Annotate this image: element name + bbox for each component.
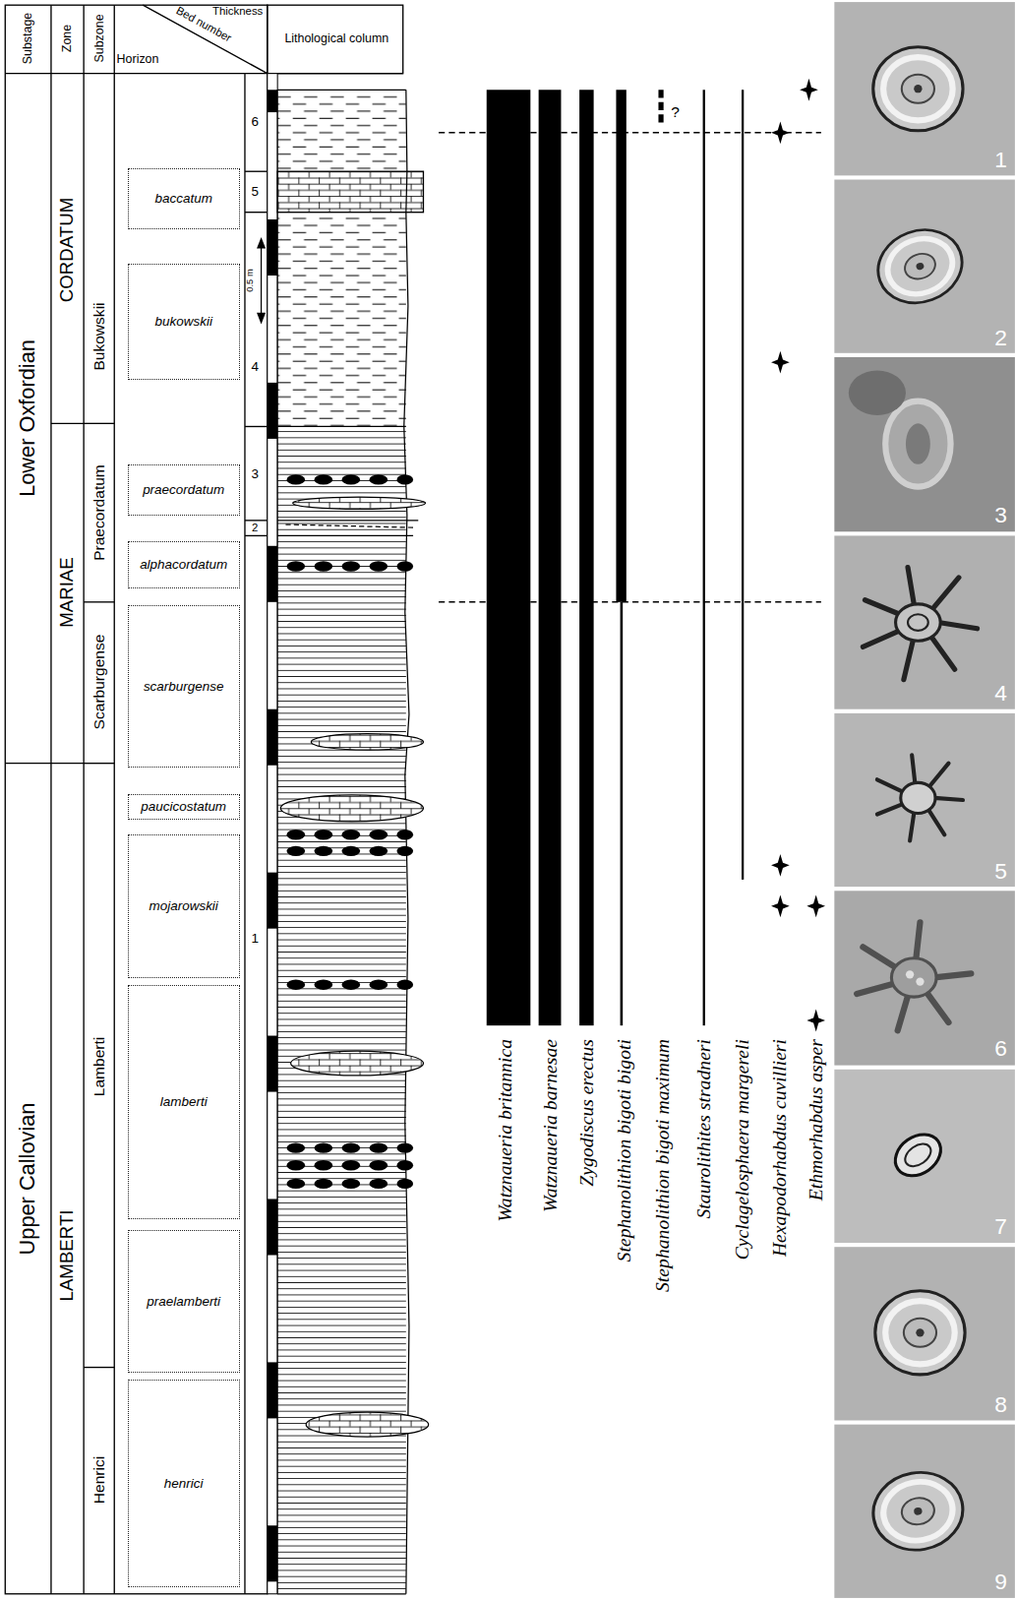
horizon-box: baccatum — [127, 168, 240, 230]
photo-number: 6 — [994, 1036, 1008, 1060]
horizon-box: lamberti — [127, 984, 240, 1220]
species-name: Cyclagelosphaera margereli — [732, 1038, 753, 1259]
substage-name: Lower Oxfordian — [16, 339, 39, 497]
species-name: Stephanolithion bigoti maximum — [653, 1038, 673, 1292]
subzone-name: Lamberti — [91, 1036, 108, 1097]
bed-number: 1 — [251, 931, 260, 945]
column-header: Lithological column — [284, 32, 389, 45]
zone-name: LAMBERTI — [58, 1208, 77, 1301]
bed-number: 2 — [251, 522, 258, 534]
substage-name: Upper Callovian — [16, 1102, 39, 1255]
bed-number: 3 — [251, 468, 260, 481]
species-name: Ethmorhabdus asper — [806, 1038, 827, 1200]
horizon-name: baccatum — [154, 191, 212, 205]
bed-number: 5 — [251, 184, 260, 198]
species-name: Hexapodorhabdus cuvillieri — [771, 1038, 791, 1256]
zone-name: CORDATUM — [58, 197, 77, 302]
horizon-box: henrici — [127, 1378, 240, 1587]
photo-number: 4 — [994, 681, 1008, 705]
horizon-box: bukowskii — [127, 263, 240, 380]
horizon-name: praecordatum — [142, 482, 225, 496]
column-header: Subzone — [92, 14, 105, 63]
horizon-box: praelamberti — [127, 1229, 240, 1373]
horizon-name: alphacordatum — [139, 557, 228, 571]
subzone-name: Praecordatum — [91, 464, 108, 561]
horizon-box: praecordatum — [127, 464, 240, 516]
photo-number: 2 — [994, 325, 1008, 349]
horizon-name: lamberti — [160, 1094, 208, 1108]
horizon-name: paucicostatum — [140, 799, 227, 813]
horizon-name: henrici — [164, 1476, 204, 1490]
bed-number: 4 — [251, 360, 260, 374]
column-header: Zone — [60, 24, 73, 53]
photo-number: 1 — [994, 148, 1008, 172]
photo-number: 3 — [994, 503, 1008, 527]
horizon-box: alphacordatum — [127, 540, 240, 590]
photo-number: 7 — [994, 1214, 1008, 1238]
photo-number: 9 — [994, 1569, 1008, 1593]
species-name: Watznaueria britannica — [496, 1038, 517, 1222]
photo-number: 8 — [994, 1391, 1008, 1415]
horizon-name: praelamberti — [146, 1294, 221, 1308]
query-mark: ? — [670, 104, 680, 120]
horizon-box: scarburgense — [127, 604, 240, 768]
column-header: Substage — [21, 12, 34, 65]
subzone-name: Scarburgense — [91, 633, 108, 729]
horizon-name: scarburgense — [143, 679, 225, 693]
subzone-name: Bukowskii — [91, 302, 108, 371]
horizon-name: mojarowskii — [149, 898, 219, 912]
photo-number: 5 — [994, 858, 1008, 882]
species-name: Zygodiscus erectus — [578, 1038, 598, 1187]
horizon-name: bukowskii — [154, 314, 212, 328]
horizon-box: mojarowskii — [127, 834, 240, 977]
species-name: Staurolithites stradneri — [694, 1038, 715, 1218]
species-name: Watznaueria barnesae — [540, 1038, 561, 1212]
species-name: Stephanolithion bigoti bigoti — [614, 1038, 635, 1261]
column-header: Thickness — [212, 6, 263, 18]
bed-number: 6 — [251, 116, 260, 129]
column-header: Horizon — [117, 53, 160, 65]
zone-name: MARIAE — [58, 556, 77, 628]
subzone-name: Henrici — [91, 1455, 108, 1503]
horizon-box: paucicostatum — [127, 793, 240, 820]
scale-label: 0.5 m — [245, 269, 255, 293]
